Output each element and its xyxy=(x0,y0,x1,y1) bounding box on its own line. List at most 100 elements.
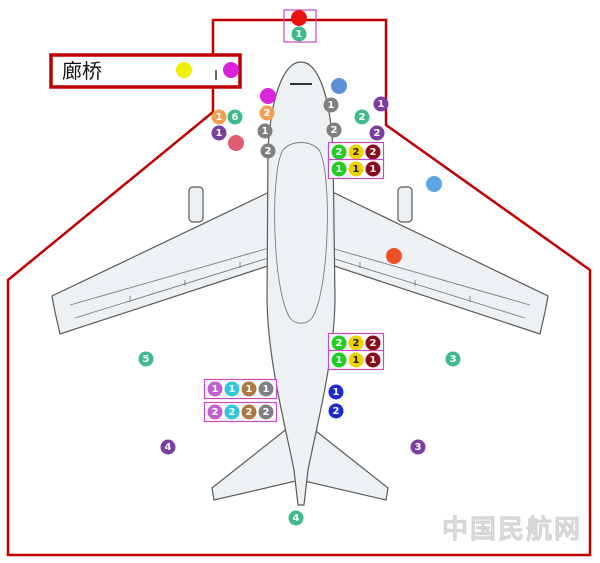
gray-1-left xyxy=(257,123,273,139)
green-3-label: 3 xyxy=(450,354,457,365)
blue-2 xyxy=(328,403,344,419)
purple-1-left xyxy=(211,125,227,141)
group-left-2-badge-1 xyxy=(207,404,223,420)
purple-2-right xyxy=(369,125,385,141)
group-mid-1-badge-2 xyxy=(348,352,364,368)
group-top-2-badge-3 xyxy=(365,144,381,160)
gray-1-right xyxy=(323,97,339,113)
left-engine xyxy=(188,186,204,223)
group-mid-1-badge-1 xyxy=(331,352,347,368)
left-flap-lines xyxy=(69,245,279,319)
group-left-1-badge-4-label: 1 xyxy=(263,384,270,395)
nose-marker-box xyxy=(283,9,317,43)
group-top-1-badge-2 xyxy=(348,161,364,177)
purple-2-right-label: 2 xyxy=(374,128,381,139)
right-wing xyxy=(319,185,549,335)
group-mid-2-badge-2-label: 2 xyxy=(353,338,360,349)
group-top-1-badge-3-label: 1 xyxy=(370,164,377,175)
pink-dot-left xyxy=(228,135,244,151)
group-left-1-badge-4 xyxy=(258,381,274,397)
group-left-2-badge-2-label: 2 xyxy=(229,407,236,418)
group-mid-2-badge-2 xyxy=(348,335,364,351)
green-2-right xyxy=(354,109,370,125)
orange-1-left xyxy=(211,109,227,125)
green-5-label: 5 xyxy=(143,354,150,365)
nose-green-1-label: 1 xyxy=(296,29,303,40)
orange-2-left xyxy=(259,105,275,121)
group-top-1-badge-1-label: 1 xyxy=(336,164,343,175)
group-mid-1-badge-1-label: 1 xyxy=(336,355,343,366)
left-wing xyxy=(51,185,283,335)
gray-2-left-label: 2 xyxy=(265,146,272,157)
group-top-1-badge-2-label: 1 xyxy=(353,164,360,175)
bridge-magenta-dot xyxy=(223,62,239,78)
orange-2-left-label: 2 xyxy=(264,108,271,119)
watermark: 中国民航网 xyxy=(442,514,582,545)
purple-3-label: 3 xyxy=(415,442,422,453)
blue-2-label: 2 xyxy=(333,406,340,417)
group-top-1-badge-3 xyxy=(365,161,381,177)
green-4-tail-label: 4 xyxy=(293,513,300,524)
group-left-2-box xyxy=(203,401,278,423)
group-mid-2-badge-1 xyxy=(331,335,347,351)
group-left-1-badge-1-label: 1 xyxy=(212,384,219,395)
purple-4 xyxy=(160,439,176,455)
green-5 xyxy=(138,351,154,367)
group-mid-2-badge-1-label: 2 xyxy=(336,338,343,349)
jet-bridge xyxy=(49,53,242,89)
gray-2-right xyxy=(326,122,342,138)
green-2-right-label: 2 xyxy=(359,112,366,123)
gray-1-left-label: 1 xyxy=(262,126,269,137)
group-top-2-badge-3-label: 2 xyxy=(370,147,377,158)
purple-1-right xyxy=(373,96,389,112)
group-top-2-badge-1-label: 2 xyxy=(336,147,343,158)
group-left-1-badge-2-label: 1 xyxy=(229,384,236,395)
group-mid-1-badge-3-label: 1 xyxy=(370,355,377,366)
magenta-dot-left xyxy=(260,88,276,104)
group-left-1-badge-1 xyxy=(207,381,223,397)
green-3 xyxy=(445,351,461,367)
orange-1-left-label: 1 xyxy=(216,112,223,123)
group-left-2-badge-4-label: 2 xyxy=(263,407,270,418)
blue-dot-top xyxy=(331,78,347,94)
green-6-left xyxy=(227,109,243,125)
lightblue-dot-right xyxy=(426,176,442,192)
group-mid-2-badge-3-label: 2 xyxy=(370,338,377,349)
group-mid-2-badge-3 xyxy=(365,335,381,351)
right-flap-lines xyxy=(321,245,531,319)
gray-1-right-label: 1 xyxy=(328,100,335,111)
blue-1 xyxy=(328,384,344,400)
purple-1-right-label: 1 xyxy=(378,99,385,110)
nose-green-1 xyxy=(291,26,307,42)
gray-2-left xyxy=(260,143,276,159)
gray-2-right-label: 2 xyxy=(331,125,338,136)
group-top-2-badge-2-label: 2 xyxy=(353,147,360,158)
orange-red-dot xyxy=(386,248,402,264)
group-top-2-badge-1 xyxy=(331,144,347,160)
group-left-1-badge-3-label: 1 xyxy=(246,384,253,395)
purple-4-label: 4 xyxy=(165,442,172,453)
purple-3 xyxy=(410,439,426,455)
purple-1-left-label: 1 xyxy=(216,128,223,139)
group-left-1-box xyxy=(203,378,278,400)
safety-boundary xyxy=(6,18,592,557)
group-left-1-badge-3 xyxy=(241,381,257,397)
group-left-2-badge-1-label: 2 xyxy=(212,407,219,418)
group-left-2-badge-4 xyxy=(258,404,274,420)
jet-bridge-label: 廊桥 xyxy=(62,60,102,83)
group-left-1-badge-2 xyxy=(224,381,240,397)
green-4-tail xyxy=(288,510,304,526)
group-left-2-badge-2 xyxy=(224,404,240,420)
blue-1-label: 1 xyxy=(333,387,340,398)
bridge-yellow-dot xyxy=(176,62,192,78)
group-mid-1-badge-2-label: 1 xyxy=(353,355,360,366)
group-top-2-badge-2 xyxy=(348,144,364,160)
group-top-1-badge-1 xyxy=(331,161,347,177)
right-engine xyxy=(397,186,413,223)
aircraft xyxy=(51,61,549,506)
group-mid-1-badge-3 xyxy=(365,352,381,368)
green-6-left-label: 6 xyxy=(232,112,239,123)
